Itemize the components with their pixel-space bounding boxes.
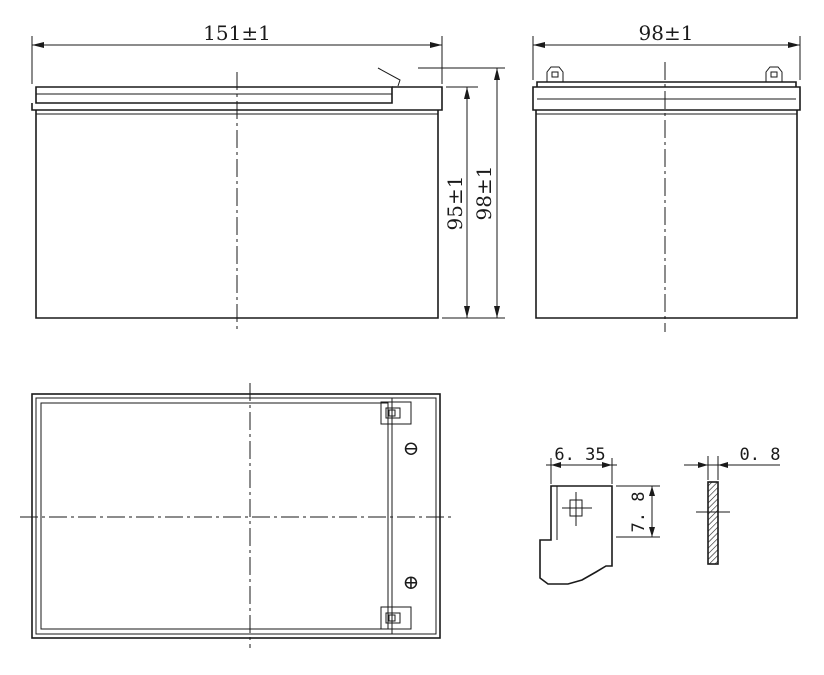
side-view: 98±1	[532, 21, 801, 332]
terminal-body	[380, 401, 412, 425]
side-terminal-left-hole	[551, 71, 559, 78]
side-case	[535, 110, 798, 319]
front-lid-top	[35, 86, 393, 104]
arrow-head	[464, 87, 470, 99]
positive-terminal-symbol: ⊕	[403, 570, 420, 594]
terminal-thickness-section	[707, 481, 719, 565]
arrow-head	[430, 42, 442, 48]
top-lid-panel	[40, 402, 389, 630]
side-terminal-right-hole	[770, 71, 778, 78]
terminal-thickness-label: 0. 8	[740, 445, 781, 465]
side-lid	[532, 86, 801, 111]
front-terminal	[377, 67, 401, 87]
arrow-head	[32, 42, 44, 48]
side-terminal-right	[765, 66, 783, 82]
terminal-hole	[388, 409, 396, 417]
top-terminal-positive	[380, 606, 412, 630]
terminal-detail-front: 6. 35 7. 8	[539, 445, 660, 585]
side-lid-top	[536, 81, 797, 87]
terminal-body	[380, 606, 412, 630]
arrow-head	[464, 306, 470, 318]
side-terminal-left	[546, 66, 564, 82]
arrow-head	[494, 68, 500, 80]
top-view: ⊖ ⊕	[20, 383, 455, 648]
terminal-hole	[388, 614, 396, 622]
terminal-width-label: 6. 35	[554, 445, 605, 465]
terminal-blade-outline	[539, 485, 613, 585]
terminal-slot	[385, 407, 401, 419]
side-width-label: 98±1	[639, 21, 694, 45]
arrow-head	[533, 42, 545, 48]
arrow-head	[649, 486, 655, 496]
front-view: 151±1 95±1 98±1	[31, 21, 505, 330]
terminal-slot	[385, 612, 401, 624]
front-width-label: 151±1	[203, 21, 271, 45]
front-lid	[31, 86, 443, 111]
arrow-head	[698, 462, 708, 468]
arrow-head	[788, 42, 800, 48]
arrow-head	[551, 462, 561, 468]
terminal-detail-side: 0. 8	[684, 445, 781, 565]
top-outer-outline	[31, 393, 441, 639]
negative-terminal-symbol: ⊖	[403, 436, 420, 460]
arrow-head	[494, 306, 500, 318]
arrow-head	[602, 462, 612, 468]
total-height-label: 98±1	[472, 166, 496, 221]
top-inner-outline	[35, 397, 437, 635]
top-terminal-negative	[380, 401, 412, 425]
case-height-label: 95±1	[443, 176, 467, 231]
arrow-head	[718, 462, 728, 468]
arrow-head	[649, 527, 655, 537]
terminal-height-label: 7. 8	[629, 492, 649, 533]
